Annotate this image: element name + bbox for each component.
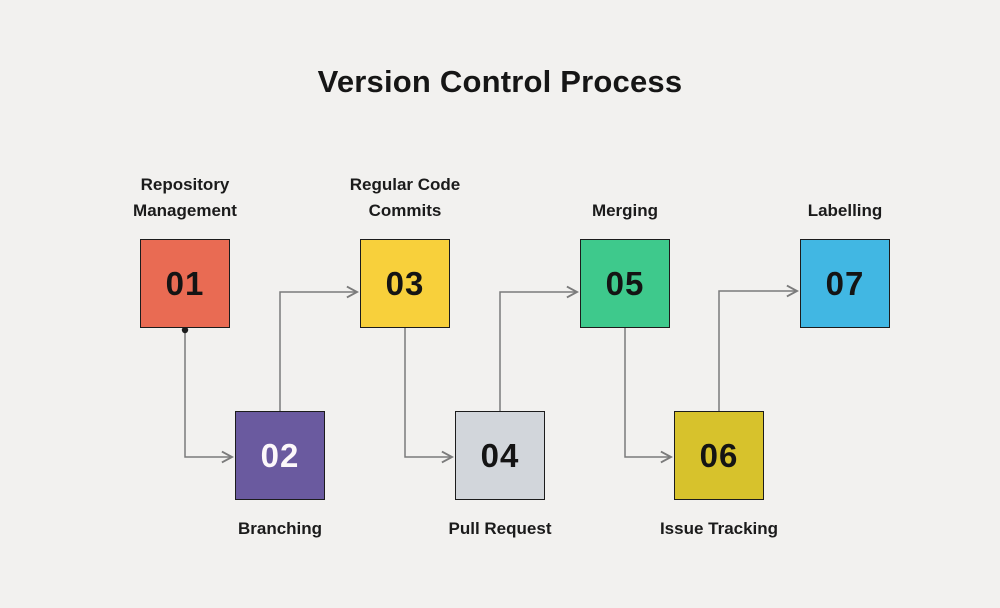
connector-step6-step7 bbox=[718, 284, 800, 411]
step-label-branching: Branching bbox=[237, 519, 323, 538]
step-number: 05 bbox=[605, 264, 645, 302]
diagram-title: Version Control Process bbox=[317, 64, 683, 99]
step-label-pull-request: Pull Request bbox=[448, 519, 552, 538]
step-number: 04 bbox=[480, 436, 520, 474]
step-label-merging: Merging bbox=[591, 201, 659, 220]
step-number: 01 bbox=[165, 264, 205, 302]
step-box-04: 04 bbox=[455, 411, 545, 500]
step-box-05: 05 bbox=[580, 239, 670, 328]
step-label-labelling: Labelling bbox=[807, 201, 883, 220]
step-box-01: 01 bbox=[140, 239, 230, 328]
step-box-07: 07 bbox=[800, 239, 890, 328]
step-number: 07 bbox=[825, 264, 865, 302]
step-number: 06 bbox=[699, 436, 739, 474]
connector-step4-step5 bbox=[499, 285, 580, 411]
step-number: 03 bbox=[385, 264, 425, 302]
step-box-02: 02 bbox=[235, 411, 325, 500]
step-label-repository-management: Repository Management bbox=[133, 175, 237, 220]
step-label-regular-code-commits: Regular Code Commits bbox=[349, 175, 461, 220]
step-number: 02 bbox=[260, 436, 300, 474]
step-label-issue-tracking: Issue Tracking bbox=[659, 519, 779, 538]
step-box-03: 03 bbox=[360, 239, 450, 328]
connector-step3-step4 bbox=[404, 328, 455, 464]
step-box-06: 06 bbox=[674, 411, 764, 500]
connector-step1-step2 bbox=[184, 329, 235, 464]
connector-step2-step3 bbox=[279, 285, 360, 411]
connector-step5-step6 bbox=[624, 328, 674, 464]
